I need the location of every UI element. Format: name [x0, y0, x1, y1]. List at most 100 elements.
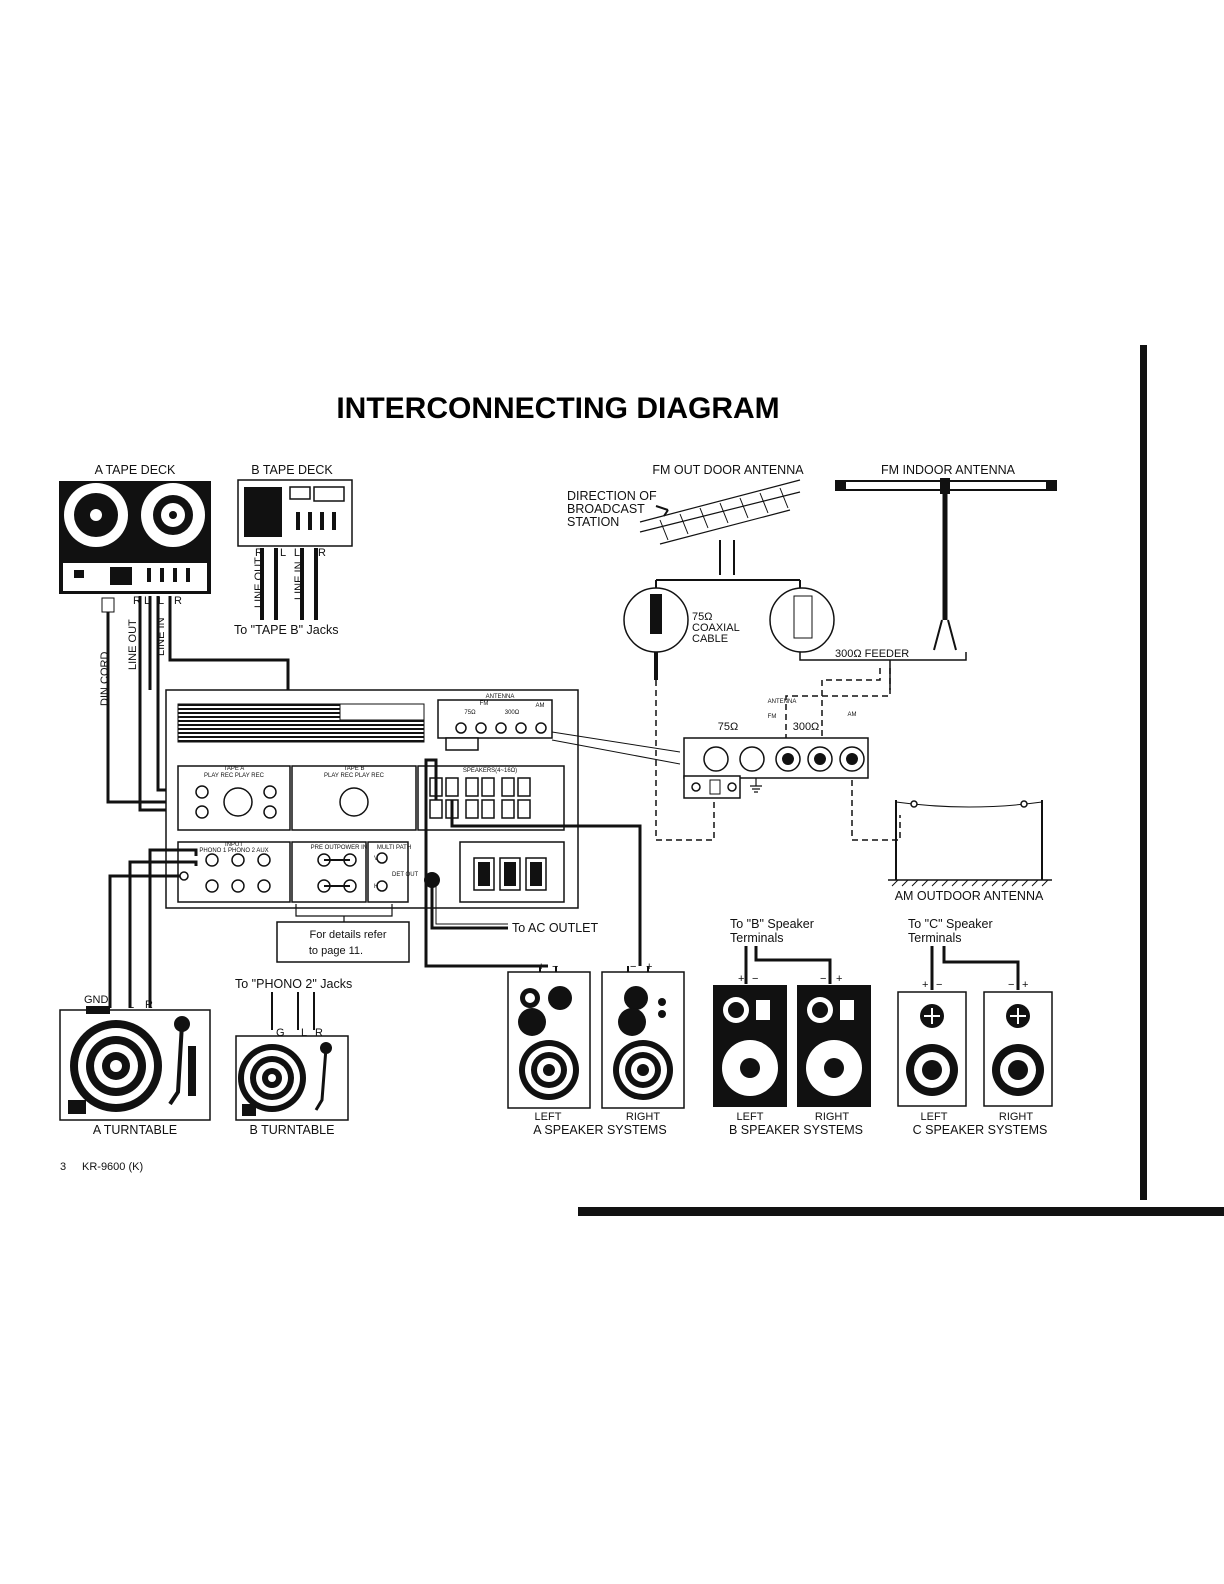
fm-outdoor-label: FM OUT DOOR ANTENNA: [652, 463, 804, 477]
a-right-minus: −: [630, 961, 636, 973]
coaxial-line-1: 75Ω: [692, 611, 712, 623]
coaxial-line-3: CABLE: [692, 633, 728, 645]
panel-300: 300Ω: [505, 710, 520, 716]
c-right-label: RIGHT: [999, 1111, 1034, 1123]
c-right-minus: −: [1008, 979, 1014, 991]
a-turntable-gnd: GND: [84, 994, 109, 1006]
c-speaker-right: [983, 991, 1053, 1107]
a-turntable-label: A TURNTABLE: [93, 1123, 177, 1137]
a-line-in: LINE IN: [155, 617, 167, 656]
ohm300-label: 300Ω: [793, 721, 820, 733]
panel-power-in: POWER IN: [337, 845, 367, 851]
antenna-leader: [551, 731, 681, 765]
b-turntable-label: B TURNTABLE: [250, 1123, 335, 1137]
a-speaker-cables: [424, 758, 649, 972]
receiver-rear-panel: [165, 689, 579, 909]
b-speaker-right: [797, 985, 871, 1107]
c-left-minus: −: [936, 979, 942, 991]
b-line-out: LINE OUT: [253, 557, 265, 608]
panel-am: AM: [536, 703, 545, 709]
panel-75: 75Ω: [464, 710, 476, 716]
a-tape-deck-label: A TAPE DECK: [95, 463, 176, 477]
b-tape-l: L: [280, 547, 286, 559]
feeder-300: 300Ω FEEDER: [835, 648, 909, 660]
to-tape-b-jacks: To "TAPE B" Jacks: [234, 623, 339, 637]
to-c-speaker-1: To "C" Speaker: [908, 917, 993, 931]
fm-label: FM: [768, 714, 777, 720]
a-turntable-cables: [108, 848, 198, 1008]
am-outdoor-antenna: [888, 800, 1052, 887]
b-left-label: LEFT: [737, 1111, 764, 1123]
to-b-speaker-2: Terminals: [730, 931, 784, 945]
panel-input: INPUT: [225, 842, 243, 848]
b-tape-deck: [237, 479, 353, 547]
a-tape-r: R: [133, 595, 141, 607]
b-speaker-left: [713, 985, 787, 1107]
ohm75-label: 75Ω: [718, 721, 738, 733]
a-turntable: [59, 1006, 211, 1121]
b-right-label: RIGHT: [815, 1111, 850, 1123]
b-turntable-l: L: [301, 1027, 307, 1039]
antenna-dashed-lines: [655, 668, 901, 841]
direction-line-2: BROADCAST: [567, 502, 645, 516]
a-turntable-r: R: [145, 999, 153, 1011]
a-left-plus: +: [538, 961, 544, 973]
c-left-plus: +: [922, 979, 928, 991]
details-bracket: [295, 904, 393, 922]
panel-input-sub: PHONO 1 PHONO 2 AUX: [199, 848, 268, 854]
c-left-label: LEFT: [921, 1111, 948, 1123]
b-right-plus: +: [836, 973, 842, 985]
a-speaker-left: [507, 971, 591, 1109]
coaxial-line-2: COAXIAL: [692, 622, 740, 634]
to-b-speaker-1: To "B" Speaker: [730, 917, 814, 931]
panel-tape-b: TAPE B: [344, 766, 365, 772]
panel-tape-a-sub: PLAY REC PLAY REC: [204, 773, 265, 779]
b-tape-l2: L: [294, 547, 300, 559]
b-turntable-r: R: [315, 1027, 323, 1039]
a-line-out: LINE OUT: [127, 619, 139, 670]
details-line-2: to page 11.: [309, 945, 363, 957]
panel-antenna: ANTENNA: [486, 694, 515, 700]
antenna-terminal-block: [683, 737, 869, 799]
a-speaker-right: [601, 971, 685, 1109]
direction-line-3: STATION: [567, 515, 619, 529]
b-turntable-g: G: [276, 1027, 285, 1039]
b-line-in: LINE IN: [293, 561, 305, 600]
fm-indoor-antenna: [799, 478, 1057, 690]
b-turntable: [235, 1035, 349, 1121]
din-cord-label: DIN CORD: [99, 652, 111, 706]
panel-v: V: [374, 856, 378, 862]
a-left-label: LEFT: [535, 1111, 562, 1123]
footer-page-number: 3: [60, 1161, 66, 1173]
panel-h: H: [374, 884, 378, 890]
a-tape-r2: R: [174, 595, 182, 607]
details-callout: [276, 921, 410, 963]
bottom-rule: [578, 1207, 1224, 1216]
footer-model: KR-9600 (K): [82, 1161, 143, 1173]
a-left-minus: −: [552, 961, 558, 973]
details-line-1: For details refer: [309, 929, 386, 941]
direction-line-1: DIRECTION OF: [567, 489, 657, 503]
fm-outdoor-antenna: [623, 479, 835, 680]
c-right-plus: +: [1022, 979, 1028, 991]
panel-pre-out: PRE OUT: [311, 845, 338, 851]
c-speaker-systems: C SPEAKER SYSTEMS: [913, 1123, 1048, 1137]
b-speaker-cables: [744, 946, 832, 984]
page-title: INTERCONNECTING DIAGRAM: [336, 392, 779, 425]
c-speaker-left: [897, 991, 967, 1107]
b-tape-cables: [260, 548, 318, 620]
panel-fm: FM: [480, 701, 489, 707]
panel-det-out: DET OUT: [392, 872, 419, 878]
a-tape-l: L: [144, 595, 150, 607]
antenna-label: ANTENNA: [768, 699, 797, 705]
a-tape-l2: L: [158, 595, 164, 607]
to-c-speaker-2: Terminals: [908, 931, 962, 945]
fm-indoor-label: FM INDOOR ANTENNA: [881, 463, 1016, 477]
panel-multi-path: MULTI PATH: [377, 845, 411, 851]
b-right-minus: −: [820, 973, 826, 985]
a-right-label: RIGHT: [626, 1111, 661, 1123]
c-speaker-cables: [930, 946, 1020, 990]
right-border-bar: [1140, 345, 1147, 1200]
a-speaker-systems: A SPEAKER SYSTEMS: [533, 1123, 666, 1137]
